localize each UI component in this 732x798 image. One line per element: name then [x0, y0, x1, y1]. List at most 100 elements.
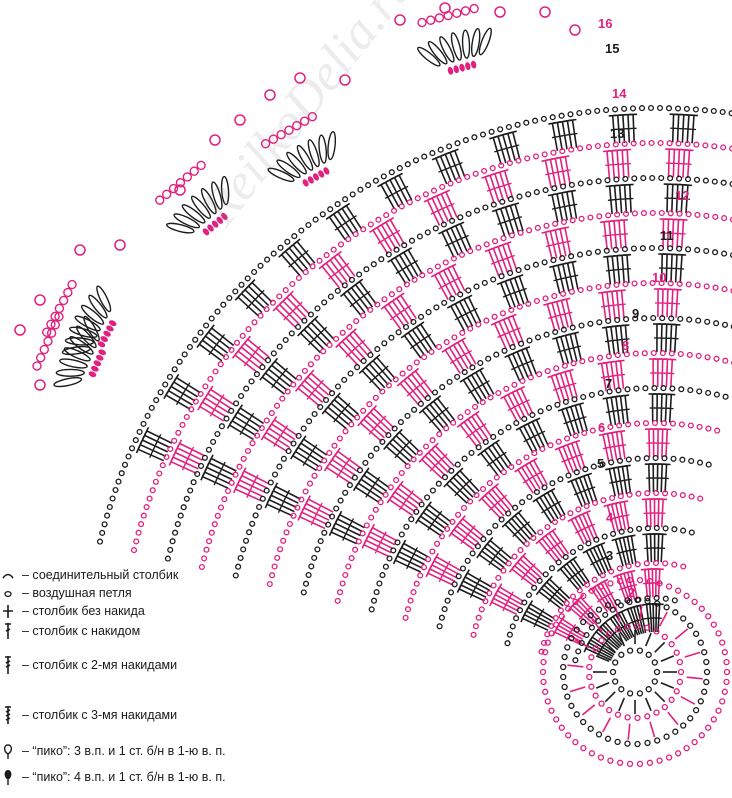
chain-stitch-mark — [302, 269, 309, 276]
chain-stitch-mark — [342, 428, 349, 435]
stitch-top-mark — [431, 442, 439, 450]
chain-stitch-mark — [651, 659, 658, 666]
chain-stitch-mark — [399, 370, 406, 377]
chain-stitch-mark — [407, 597, 414, 604]
stitch-top-mark — [511, 202, 520, 207]
petal-motif — [32, 311, 106, 388]
chain-stitch-mark — [179, 421, 186, 428]
chain-stitch-mark — [192, 398, 199, 405]
picot-mark — [39, 344, 50, 355]
chain-stitch-mark — [192, 336, 199, 343]
stitch-bar-mark — [220, 333, 226, 340]
stitch-mark — [591, 618, 603, 633]
legend-item-double-treble-crochet: – столбик с 3-мя накидами — [0, 706, 177, 724]
picot-4ch-mark — [91, 365, 99, 372]
chain-stitch-mark — [217, 361, 224, 368]
petal-stitch-mark — [96, 285, 112, 313]
chain-stitch-mark — [448, 467, 455, 474]
chain-stitch-mark — [365, 182, 372, 189]
chain-stitch-mark — [669, 420, 676, 427]
chain-stitch-mark — [613, 281, 620, 288]
chain-stitch-mark — [552, 220, 559, 227]
chain-stitch-mark — [596, 319, 603, 326]
chain-stitch-mark — [586, 285, 593, 292]
chain-stitch-mark — [577, 544, 584, 551]
stitch-top-mark — [546, 575, 553, 583]
chain-stitch-mark — [676, 678, 684, 686]
chain-stitch-mark — [657, 139, 664, 147]
chain-stitch-mark — [568, 146, 575, 153]
stitch-mark — [660, 681, 675, 689]
chain-stitch-mark — [379, 388, 386, 395]
stitch-bar-mark — [572, 274, 579, 278]
chain-stitch-mark — [428, 348, 435, 355]
stitch-bar-mark — [402, 185, 409, 190]
chain-stitch-mark — [240, 546, 247, 553]
chain-stitch-mark — [513, 615, 520, 622]
chain-stitch-mark — [658, 280, 665, 287]
chain-stitch-mark — [536, 371, 543, 378]
chain-stitch-mark — [625, 456, 632, 463]
chain-stitch-mark — [314, 546, 321, 553]
stitch-bar-mark — [477, 577, 482, 584]
chain-stitch-mark — [519, 499, 526, 506]
stitch-bar-mark — [448, 203, 455, 207]
chain-stitch-mark — [118, 470, 125, 477]
chain-stitch-mark — [516, 303, 523, 310]
chain-stitch-mark — [668, 315, 675, 322]
chain-stitch-mark — [597, 754, 605, 761]
chain-stitch-mark — [274, 554, 281, 561]
chain-stitch-mark — [425, 309, 432, 316]
chain-stitch-mark — [295, 323, 302, 331]
chain-stitch-mark — [244, 447, 252, 455]
stitch-top-mark — [619, 219, 629, 222]
chain-stitch-mark — [515, 459, 522, 466]
chain-stitch-mark — [258, 424, 265, 432]
chain-stitch-mark — [678, 421, 685, 428]
chain-stitch-mark — [653, 524, 660, 532]
stitch-mark — [649, 721, 656, 738]
chain-stitch-mark — [402, 323, 410, 331]
chain-stitch-mark — [712, 249, 719, 256]
chain-stitch-mark — [568, 635, 575, 642]
chain-stitch-mark — [531, 450, 538, 457]
chain-stitch-mark — [201, 454, 208, 461]
chain-stitch-mark — [532, 153, 540, 160]
chain-stitch-mark — [651, 419, 659, 427]
chain-stitch-mark — [360, 226, 367, 233]
stitch-bar-mark — [249, 300, 255, 306]
stitch-top-mark — [476, 367, 484, 373]
chain-stitch-mark — [643, 455, 650, 462]
chain-stitch-mark — [612, 106, 619, 113]
chain-stitch-mark — [540, 678, 547, 686]
chain-stitch-mark — [703, 212, 710, 219]
chain-stitch-mark — [694, 211, 701, 218]
chain-stitch-mark — [592, 645, 599, 652]
chain-stitch-mark — [599, 572, 606, 579]
chain-stitch-mark — [210, 438, 217, 445]
chain-stitch-mark — [284, 388, 291, 395]
chain-stitch-mark — [679, 456, 686, 463]
chain-stitch-mark — [144, 412, 151, 419]
chain-stitch-mark — [679, 492, 686, 499]
stitch-bar-mark — [312, 444, 318, 450]
chain-stitch-mark — [563, 600, 570, 607]
picot-mark — [417, 17, 427, 28]
picot-mark — [299, 116, 310, 126]
stitch-mark — [644, 697, 652, 712]
chain-stitch-mark — [398, 203, 405, 210]
stitch-top-mark — [532, 417, 541, 423]
stitch-top-mark — [441, 189, 451, 195]
chain-stitch-mark — [490, 433, 497, 440]
chain-stitch-mark — [507, 196, 514, 203]
stitch-bar-mark — [540, 608, 545, 615]
chain-stitch-mark — [357, 186, 364, 193]
chain-stitch-mark — [455, 177, 462, 184]
chain-stitch-mark — [391, 425, 398, 432]
legend-item-single-crochet: – столбик без накида — [0, 602, 145, 620]
stitch-bar-mark — [466, 350, 472, 355]
chain-stitch-mark — [314, 305, 321, 312]
picot-4ch-mark — [88, 371, 97, 378]
stitch-bar-mark — [555, 500, 562, 505]
chain-stitch-mark — [214, 308, 221, 315]
